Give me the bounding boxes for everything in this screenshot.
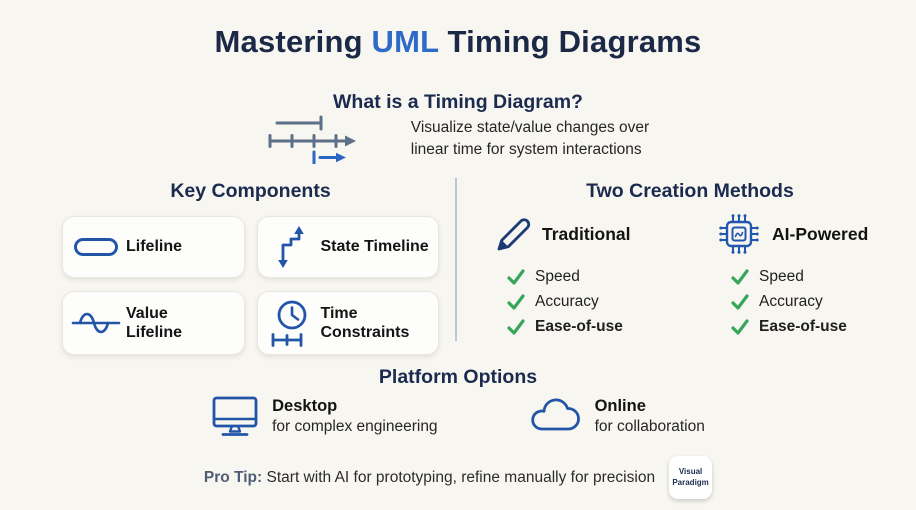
intro-row: Visualize state/value changes over linea… [0, 114, 916, 164]
feature-label: Speed [535, 268, 580, 285]
check-icon [506, 267, 526, 287]
key-components-heading: Key Components [170, 180, 331, 202]
method-name: Traditional [542, 223, 631, 244]
timing-diagram-icon [267, 114, 367, 164]
platform-name: Desktop [272, 397, 338, 415]
pro-tip-label: Pro Tip: [203, 468, 263, 486]
check-icon [730, 267, 750, 287]
feature-item: Speed [506, 267, 664, 287]
footer: Pro Tip: Start with AI for prototyping, … [0, 456, 916, 499]
check-icon [730, 292, 750, 312]
platform-text: Online for collaboration [595, 396, 705, 436]
time-constraints-icon [266, 299, 316, 347]
title-highlight-uml: UML [371, 24, 439, 59]
platform-options-heading: Platform Options [378, 366, 538, 388]
method-header: Traditional [492, 211, 664, 257]
component-card-time-constraints: Time Constraints [256, 291, 439, 355]
creation-methods-heading: Two Creation Methods [586, 180, 794, 202]
component-card-lifeline: Lifeline [62, 216, 245, 278]
component-cards-grid: Lifeline State Timeline [62, 216, 439, 355]
feature-item: Ease-of-use [730, 317, 888, 337]
state-timeline-icon [266, 224, 316, 270]
feature-list: Speed Accuracy Ease-of-use [506, 267, 664, 337]
pro-tip-body: Start with AI for prototyping, refine ma… [266, 468, 656, 486]
lifeline-icon [71, 236, 121, 258]
title-part1: Mastering [214, 24, 372, 59]
platform-online: Online for collaboration [528, 396, 705, 436]
check-icon [506, 292, 526, 312]
pencil-icon [492, 213, 532, 255]
method-traditional: Traditional Speed Accuracy [492, 211, 664, 337]
feature-label: Speed [759, 268, 804, 285]
component-card-label: Value Lifeline [126, 304, 183, 341]
feature-item: Accuracy [730, 292, 888, 312]
platform-description: for complex engineering [272, 417, 438, 435]
desktop-icon [211, 394, 259, 438]
methods-row: Traditional Speed Accuracy [478, 211, 902, 337]
feature-label: Ease-of-use [535, 318, 623, 335]
platform-text: Desktop for complex engineering [272, 396, 437, 436]
cloud-icon [528, 398, 582, 434]
feature-item: Speed [730, 267, 888, 287]
platform-desktop: Desktop for complex engineering [211, 394, 438, 438]
component-card-label: Lifeline [126, 238, 183, 256]
creation-methods-section: Two Creation Methods Traditional [478, 180, 902, 337]
ai-chip-icon [716, 211, 762, 257]
intro-heading: What is a Timing Diagram? [333, 91, 583, 113]
feature-label: Ease-of-use [759, 318, 847, 335]
component-card-label: State Timeline [320, 238, 429, 256]
platform-row: Desktop for complex engineering Online f… [0, 394, 916, 438]
component-card-label: Time Constraints [320, 304, 410, 341]
feature-label: Accuracy [535, 293, 599, 310]
pro-tip-text: Pro Tip: Start with AI for prototyping, … [204, 469, 655, 487]
component-card-state-timeline: State Timeline [256, 216, 439, 278]
check-icon [506, 317, 526, 337]
feature-label: Accuracy [759, 293, 823, 310]
component-card-value-lifeline: Value Lifeline [62, 291, 245, 355]
visual-paradigm-logo: Visual Paradigm [669, 456, 713, 499]
feature-item: Accuracy [506, 292, 664, 312]
intro-description: Visualize state/value changes over linea… [410, 119, 650, 158]
check-icon [730, 317, 750, 337]
platform-description: for collaboration [594, 417, 705, 435]
method-header: AI-Powered [716, 211, 888, 257]
platform-name: Online [594, 397, 646, 415]
method-name: AI-Powered [772, 223, 869, 244]
section-divider [455, 178, 457, 341]
key-components-section: Key Components Lifeline [62, 180, 439, 355]
feature-item: Ease-of-use [506, 317, 664, 337]
value-lifeline-icon [71, 308, 121, 338]
page-title: Mastering UML Timing Diagrams [0, 24, 916, 60]
title-part2: Timing Diagrams [438, 24, 702, 59]
feature-list: Speed Accuracy Ease-of-use [730, 267, 888, 337]
method-ai-powered: AI-Powered Speed Accuracy [716, 211, 888, 337]
